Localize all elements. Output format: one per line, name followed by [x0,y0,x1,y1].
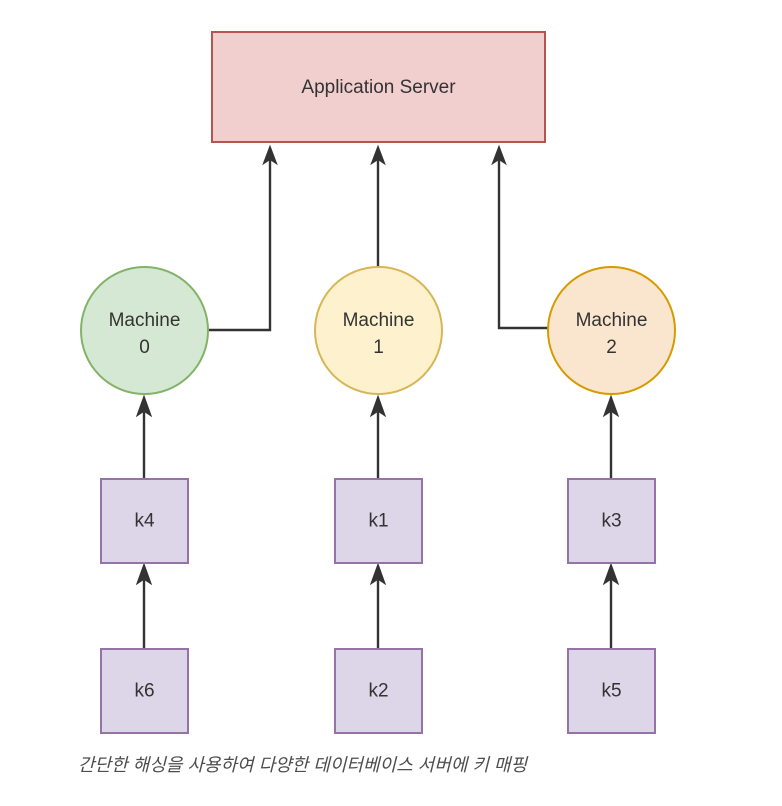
key-k1-node[interactable]: k1 [334,478,423,564]
machine-1-circle[interactable] [314,266,443,395]
key-k6-rect[interactable] [100,648,189,734]
key-k2-label: k2 [368,681,388,702]
edge-k3-to-machine2 [602,394,620,479]
arrow-head-k6 [135,562,153,586]
arrow-head-k4 [135,394,153,418]
arrow-head-machine2 [491,144,507,166]
edge-k1-to-machine1 [369,394,387,479]
machine-1-label-line1: Machine [343,310,415,331]
edge-k2-to-k1 [369,562,387,649]
edge-path-machine2 [497,160,548,330]
arrow-head-machine0 [262,144,278,166]
key-k2-rect[interactable] [334,648,423,734]
key-k3-node[interactable]: k3 [567,478,656,564]
key-k4-rect[interactable] [100,478,189,564]
edge-machine2-to-server [491,144,548,330]
key-k4-label: k4 [134,511,155,532]
key-k6-node[interactable]: k6 [100,648,189,734]
key-k2-node[interactable]: k2 [334,648,423,734]
key-k3-rect[interactable] [567,478,656,564]
machine-2-node[interactable]: Machine 2 [547,266,676,395]
application-server-node[interactable]: Application Server [211,31,546,143]
key-k3-label: k3 [601,511,621,532]
key-k1-label: k1 [368,511,388,532]
machine-1-label-line2: 1 [373,337,384,358]
key-k5-label: k5 [601,681,621,702]
machine-2-circle[interactable] [547,266,676,395]
edge-machine0-to-server [208,144,278,332]
key-k5-rect[interactable] [567,648,656,734]
application-server-label: Application Server [301,77,456,98]
arrow-head-k1 [369,394,387,418]
key-k6-label: k6 [134,681,154,702]
machine-0-label-line1: Machine [109,310,181,331]
key-k4-node[interactable]: k4 [100,478,189,564]
machine-2-label-line2: 2 [606,337,617,358]
machine-0-node[interactable]: Machine 0 [80,266,209,395]
edge-machine1-to-server [370,144,386,277]
edge-k6-to-k4 [135,562,153,649]
diagram-caption: 간단한 해싱을 사용하여 다양한 데이터베이스 서버에 키 매핑 [78,755,528,775]
arrow-head-machine1 [370,144,386,166]
edge-path-machine0 [208,160,272,332]
arrow-head-k3 [602,394,620,418]
arrow-head-k5 [602,562,620,586]
application-server-rect[interactable] [211,31,546,143]
arrow-head-k2 [369,562,387,586]
edge-k5-to-k3 [602,562,620,649]
machine-0-label-line2: 0 [139,337,150,358]
machine-1-node[interactable]: Machine 1 [314,266,443,395]
machine-2-label-line1: Machine [576,310,648,331]
key-k1-rect[interactable] [334,478,423,564]
key-k5-node[interactable]: k5 [567,648,656,734]
machine-0-circle[interactable] [80,266,209,395]
edge-k4-to-machine0 [135,394,153,479]
